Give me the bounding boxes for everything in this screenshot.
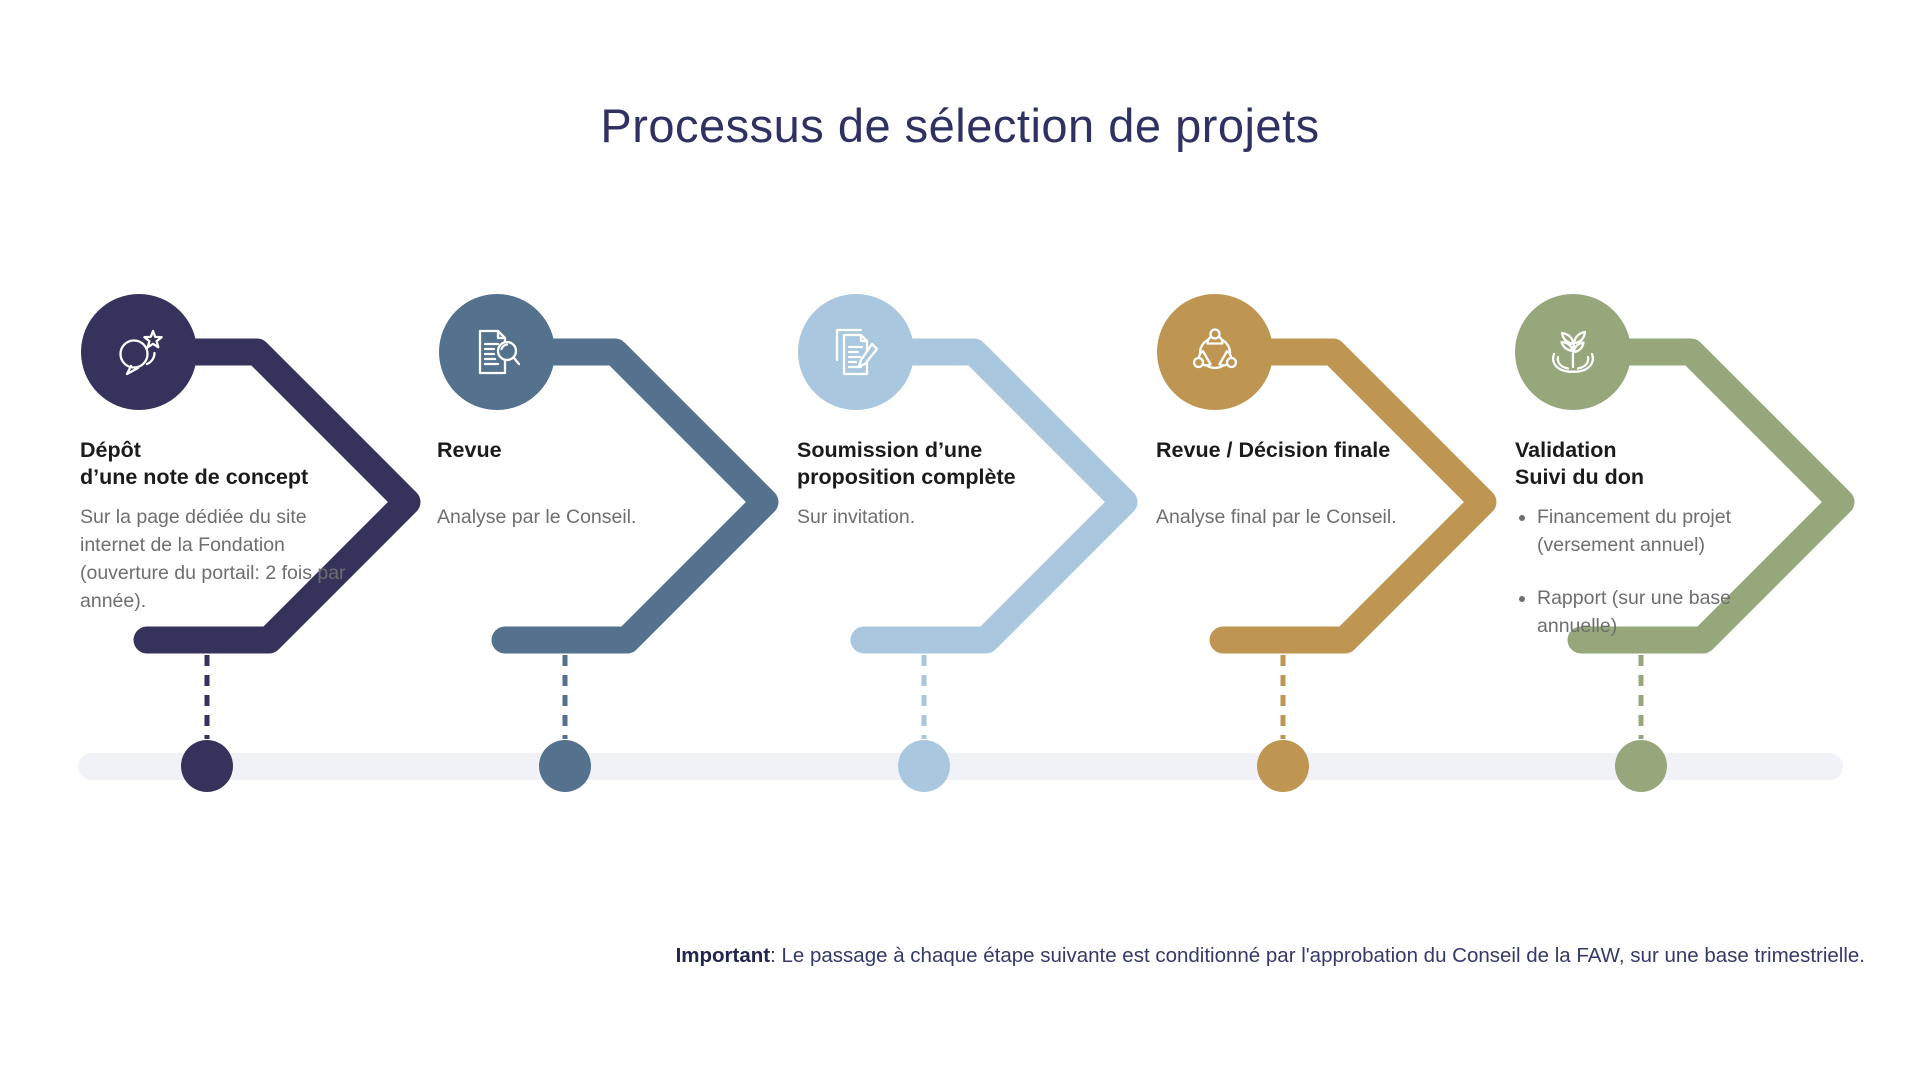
step-bullet: Financement du projet (versement annuel) (1537, 503, 1752, 559)
step-2-graphic (439, 294, 779, 792)
step-3-graphic (798, 294, 1138, 792)
timeline-dot (1615, 740, 1667, 792)
step-title-line1: Revue (437, 438, 502, 462)
step-title-line1: Revue / Décision finale (1156, 438, 1391, 462)
step-description: Analyse final par le Conseil. (1156, 506, 1397, 528)
step-title: Dépôt d’une note de concept (80, 437, 380, 503)
step-title: Validation Suivi du don (1515, 437, 1815, 503)
step-bullet: Rapport (sur une base annuelle) (1537, 584, 1752, 640)
step-5-graphic (1515, 294, 1855, 792)
step-circle (1157, 294, 1273, 410)
timeline-dot (1257, 740, 1309, 792)
proposal-pencil-icon (835, 328, 879, 376)
step-circle (81, 294, 197, 410)
chevron-arrow (1209, 338, 1497, 654)
chat-star-icon (119, 329, 163, 376)
council-discussion-icon (1192, 328, 1238, 370)
hands-plant-icon (1552, 330, 1594, 373)
step-title: Soumission d’une proposition complète (797, 437, 1097, 503)
step-title-line1: Validation (1515, 438, 1617, 462)
chevron-arrow (133, 338, 421, 654)
timeline-dot (539, 740, 591, 792)
chevron-arrow (1567, 338, 1855, 654)
step-title-line1: Soumission d’une (797, 438, 983, 462)
step-title: Revue / Décision finale (1156, 437, 1456, 503)
chevron-arrow (491, 338, 779, 654)
step-title-line2: proposition complète (797, 465, 1016, 489)
chevron-arrow (850, 338, 1138, 654)
timeline-bar (78, 753, 1843, 780)
step-description: Analyse par le Conseil. (437, 506, 637, 528)
step-title-line1: Dépôt (80, 438, 141, 462)
step-1-text: Dépôt d’une note de concept Sur la page … (80, 437, 380, 615)
step-2-text: Revue Analyse par le Conseil. (437, 437, 737, 531)
document-search-icon (478, 329, 521, 375)
step-1-graphic (81, 294, 421, 792)
important-note-label: Important (675, 944, 771, 967)
timeline-dot (898, 740, 950, 792)
step-bullet-list: Financement du projet (versement annuel)… (1537, 503, 1752, 640)
step-description: Sur invitation. (797, 506, 916, 528)
important-note-text: : Le passage à chaque étape suivante est… (770, 944, 1865, 967)
important-note: Important: Le passage à chaque étape sui… (676, 944, 1865, 968)
page-title: Processus de sélection de projets (600, 99, 1320, 152)
step-title: Revue (437, 437, 737, 503)
step-3-text: Soumission d’une proposition complète Su… (797, 437, 1097, 531)
step-description: Sur la page dédiée du site internet de l… (80, 506, 346, 612)
step-4-graphic (1157, 294, 1497, 792)
step-title-line2: Suivi du don (1515, 465, 1644, 489)
step-title-line2: d’une note de concept (80, 465, 309, 489)
timeline-dot (181, 740, 233, 792)
step-5-text: Validation Suivi du don Financement du p… (1515, 437, 1815, 665)
step-4-text: Revue / Décision finale Analyse final pa… (1156, 437, 1456, 531)
